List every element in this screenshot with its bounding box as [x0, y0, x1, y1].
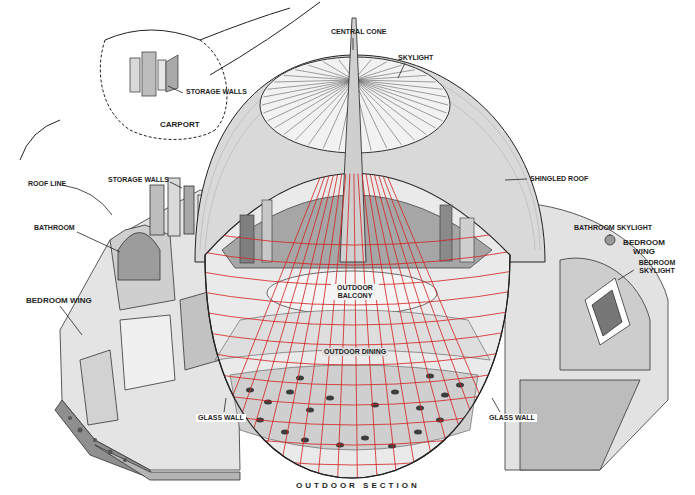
part-label: STORAGE WALLS [186, 88, 247, 96]
plant [286, 390, 294, 395]
skylight-rib [284, 80, 354, 135]
skylight-rib [274, 80, 354, 82]
glass-grid-line [190, 390, 520, 405]
part-label: OUTDOOR BALCONY [331, 284, 379, 300]
glass-grid-line [190, 250, 520, 265]
skylight-rib [354, 80, 415, 140]
glass-grid-line [190, 450, 520, 465]
skylight-rib [354, 70, 415, 80]
skylight-rib [354, 80, 426, 135]
plant [361, 436, 369, 441]
part-label: BEDROOM SKYLIGHT [636, 259, 678, 275]
skylight-rib [309, 65, 355, 80]
plant [391, 390, 399, 395]
skylight-rib [354, 80, 447, 113]
part-label: SHINGLED ROOF [530, 175, 588, 183]
skylight-rib [354, 65, 402, 80]
plant [326, 396, 334, 401]
glass-grid-line [190, 430, 520, 445]
plant [426, 374, 434, 379]
plant [416, 406, 424, 411]
glass-grid-line [190, 410, 520, 425]
glass-grid-line [190, 310, 520, 325]
part-label: BEDROOM WING [26, 296, 92, 305]
part-label: OUTDOOR SECTION [296, 481, 420, 490]
glass-grid-line [190, 330, 520, 345]
part-label: GLASS WALL [196, 414, 246, 422]
part-label: BATHROOM SKYLIGHT [574, 224, 652, 232]
glass-grid-line [190, 370, 520, 385]
skylight-rib [354, 80, 436, 82]
part-label: SKYLIGHT [398, 54, 433, 62]
plant [264, 400, 272, 405]
plant [296, 376, 304, 381]
part-label: BATHROOM [34, 224, 75, 232]
skylight-rib [354, 75, 426, 80]
glass-grid-line [190, 230, 520, 245]
part-label: GLASS WALL [487, 414, 537, 422]
skylight-rib [354, 80, 442, 121]
part-label: STORAGE WALLS [108, 176, 169, 184]
glass-grid-line [190, 270, 520, 285]
skylight-rib [284, 75, 354, 80]
plant [414, 430, 422, 435]
plant [441, 393, 449, 398]
skylight-rib [268, 80, 354, 89]
plant [306, 408, 314, 413]
plant [301, 438, 309, 443]
skylight-rib [263, 80, 354, 113]
skylight-rib [263, 80, 354, 97]
part-label: OUTDOOR DINING [322, 348, 388, 356]
part-label: CARPORT [160, 120, 200, 129]
glass-grid-line [195, 95, 353, 490]
skylight-rib [262, 80, 354, 105]
part-label: CENTRAL CONE [331, 28, 386, 36]
skylight-rib [268, 80, 354, 121]
part-label: ROOF LINE [28, 180, 66, 188]
skylight-rib [354, 80, 447, 97]
part-label: BEDROOM WING [622, 238, 666, 256]
skylight-rib [354, 80, 448, 105]
